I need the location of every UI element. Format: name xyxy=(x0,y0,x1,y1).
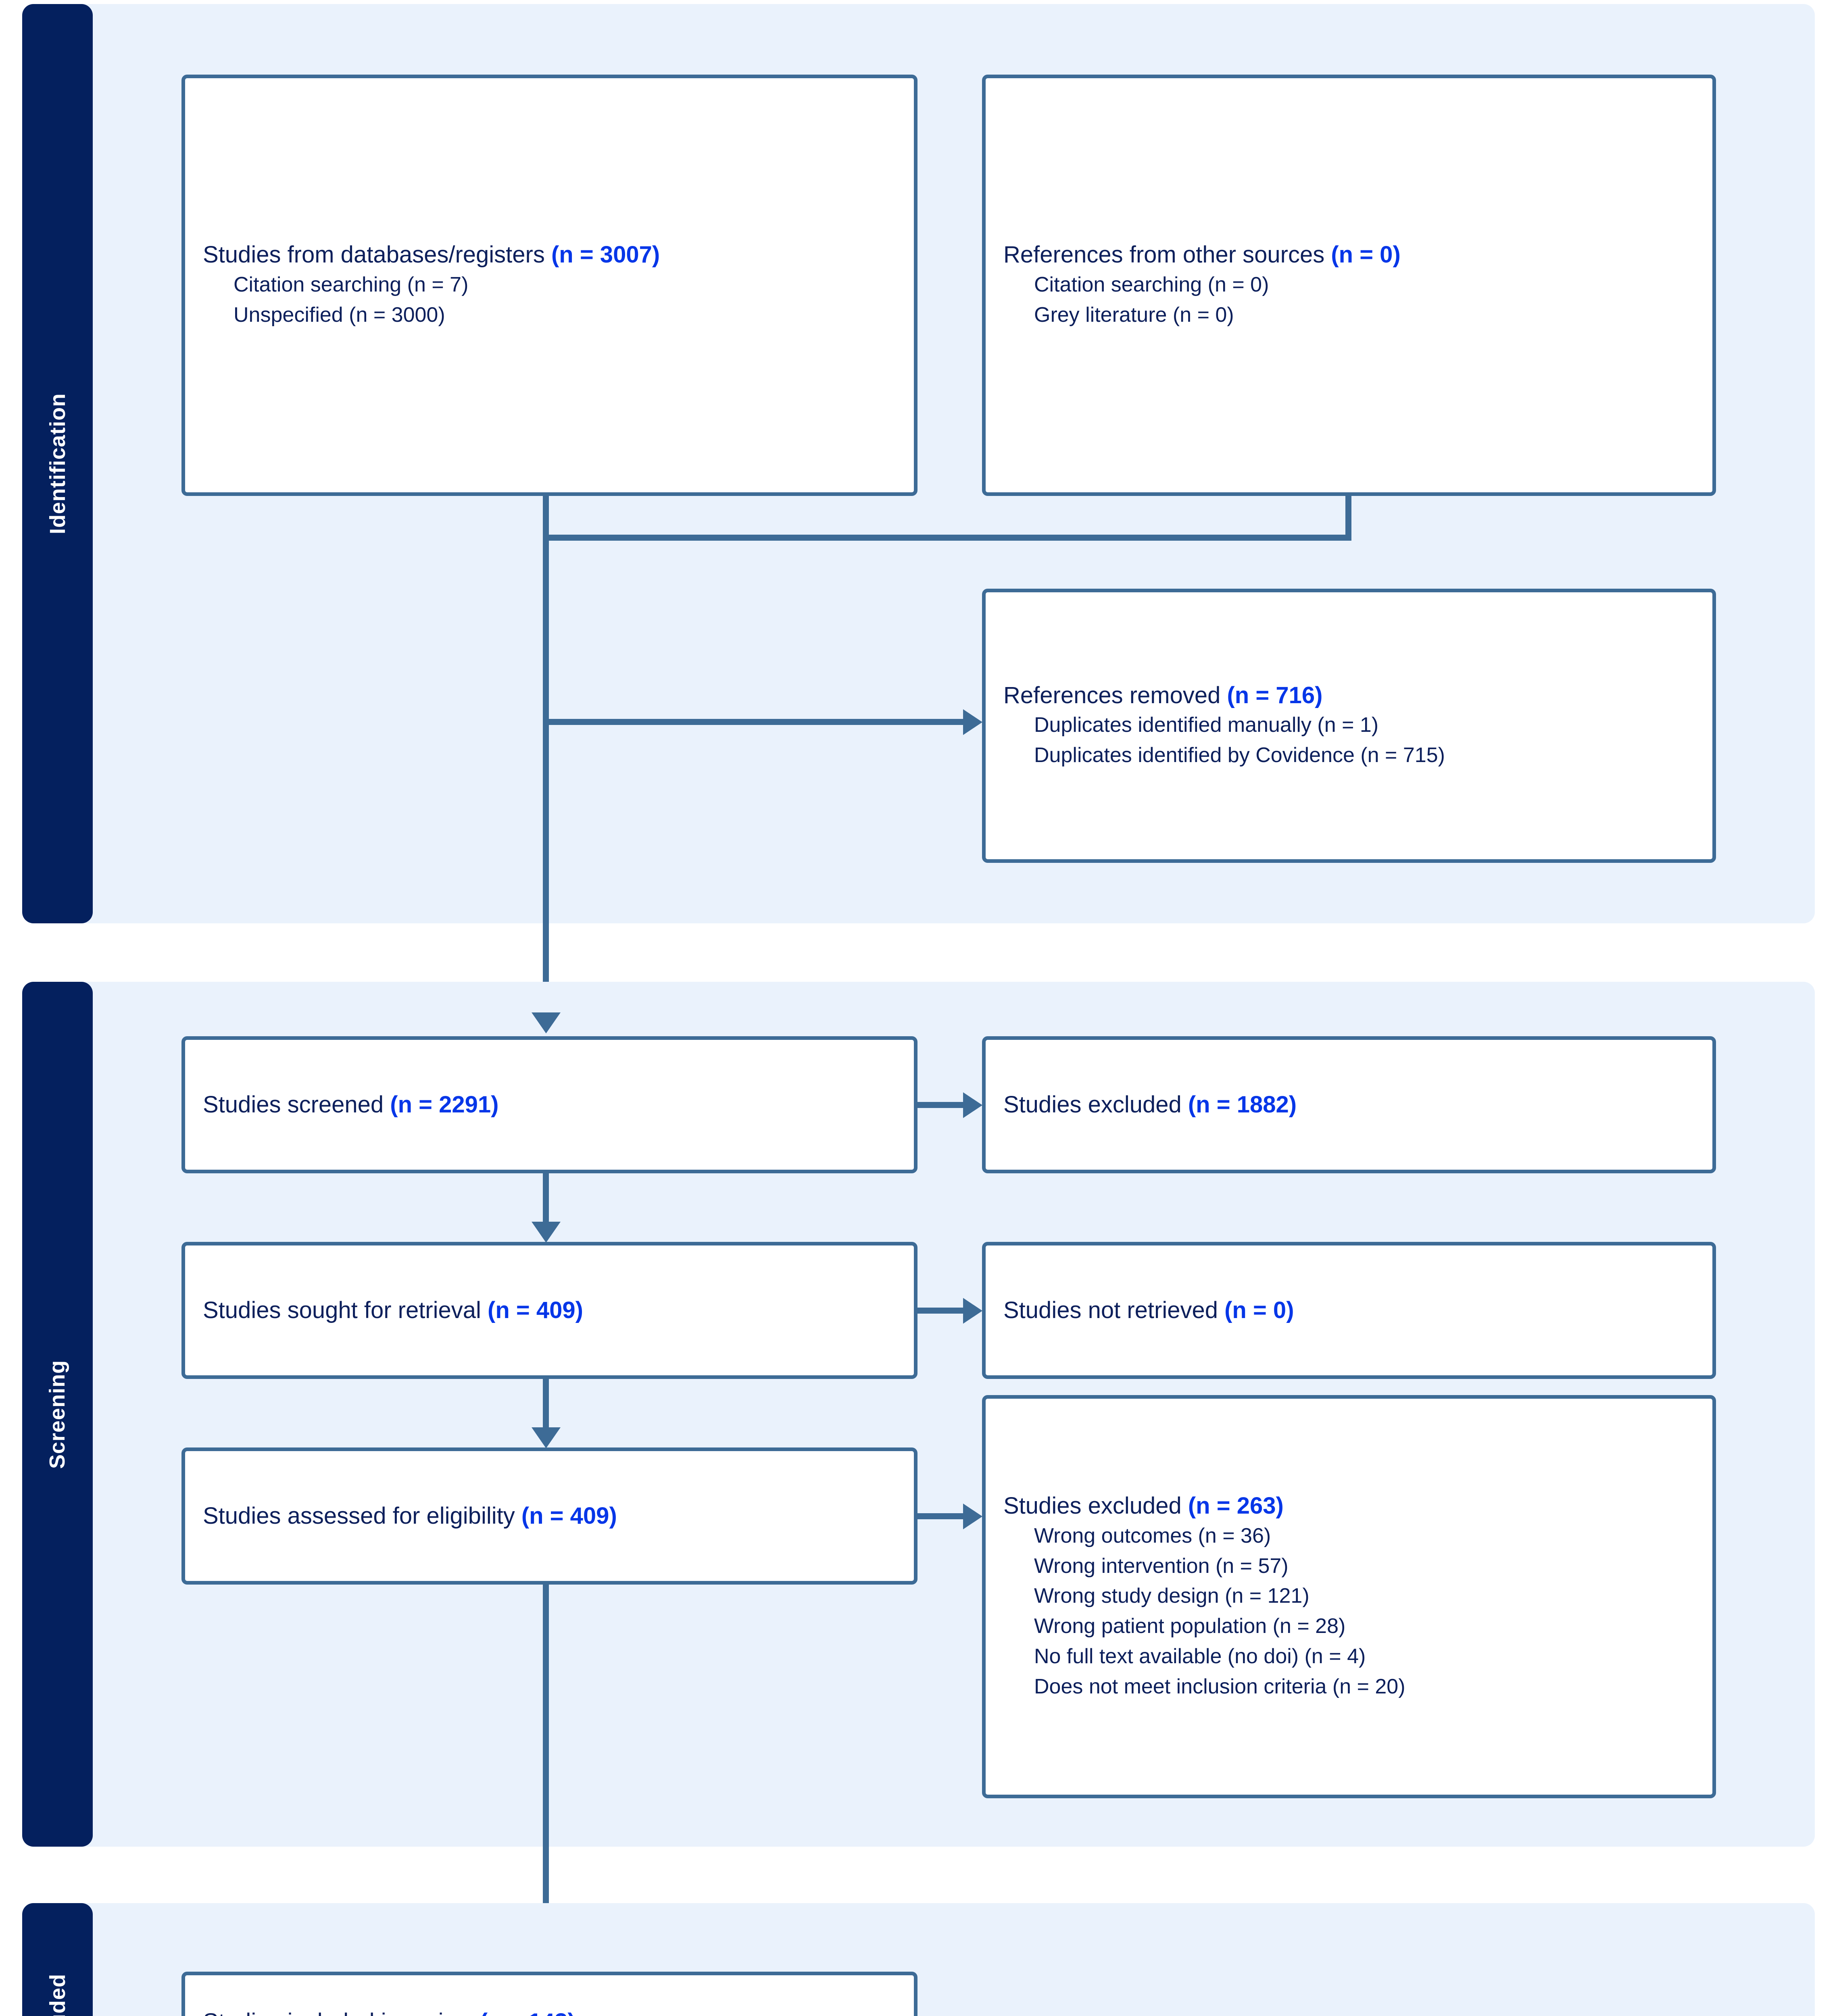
connector-merge-rail xyxy=(543,535,1351,541)
connector-assessed-to-excluded xyxy=(917,1513,964,1519)
arrow-screened-to-excluded xyxy=(963,1092,982,1118)
box-title-databases: Studies from databases/registers (n = 30… xyxy=(203,242,660,268)
connector-sought-to-not-retrieved xyxy=(917,1308,964,1314)
connector-to-references-removed xyxy=(543,719,964,725)
box-studies-from-databases: Studies from databases/registers (n = 30… xyxy=(181,75,917,496)
box-studies-included-in-review: Studies included in review (n = 143) xyxy=(181,1972,917,2016)
box-line-excluded-eligibility-2: Wrong study design (n = 121) xyxy=(1034,1584,1309,1608)
phase-sidebar-screening: Screening xyxy=(22,982,93,1847)
box-title-excluded-screening: Studies excluded (n = 1882) xyxy=(1003,1091,1297,1118)
phase-label-included: Included xyxy=(45,1974,70,2016)
connector-screened-to-sought xyxy=(543,1173,549,1224)
phase-sidebar-identification: Identification xyxy=(22,4,93,923)
arrow-assessed-to-excluded xyxy=(963,1504,982,1529)
arrow-sought-to-not-retrieved xyxy=(963,1298,982,1324)
connector-assessed-to-included xyxy=(543,1585,549,1949)
box-line-other-sources-0: Citation searching (n = 0) xyxy=(1034,273,1269,296)
box-studies-sought-for-retrieval: Studies sought for retrieval (n = 409) xyxy=(181,1242,917,1379)
phase-sidebar-included: Included xyxy=(22,1903,93,2016)
box-title-references-removed: References removed (n = 716) xyxy=(1003,682,1323,708)
box-studies-assessed-eligibility: Studies assessed for eligibility (n = 40… xyxy=(181,1447,917,1585)
connector-screened-to-excluded xyxy=(917,1102,964,1108)
box-studies-excluded-eligibility: Studies excluded (n = 263) Wrong outcome… xyxy=(982,1395,1716,1798)
box-line-excluded-eligibility-0: Wrong outcomes (n = 36) xyxy=(1034,1524,1271,1547)
box-line-excluded-eligibility-4: No full text available (no doi) (n = 4) xyxy=(1034,1645,1366,1668)
arrow-into-sought xyxy=(532,1222,561,1243)
connector-other-sources-down xyxy=(1345,496,1351,540)
box-references-removed: References removed (n = 716) Duplicates … xyxy=(982,589,1716,863)
box-title-assessed: Studies assessed for eligibility (n = 40… xyxy=(203,1502,617,1529)
box-line-other-sources-1: Grey literature (n = 0) xyxy=(1034,303,1234,327)
connector-sought-to-assessed xyxy=(543,1379,549,1429)
box-studies-excluded-screening: Studies excluded (n = 1882) xyxy=(982,1036,1716,1173)
box-title-other-sources: References from other sources (n = 0) xyxy=(1003,242,1401,268)
box-line-databases-1: Unspecified (n = 3000) xyxy=(234,303,445,327)
box-title-included-review: Studies included in review (n = 143) xyxy=(203,2008,896,2016)
connector-databases-down xyxy=(543,496,549,540)
box-title-excluded-eligibility: Studies excluded (n = 263) xyxy=(1003,1493,1284,1519)
arrow-to-references-removed xyxy=(963,709,982,735)
arrow-into-assessed xyxy=(532,1427,561,1448)
connector-main-spine-identification xyxy=(543,535,549,1012)
arrow-into-screened xyxy=(532,1012,561,1033)
box-line-excluded-eligibility-3: Wrong patient population (n = 28) xyxy=(1034,1614,1346,1638)
box-references-other-sources: References from other sources (n = 0) Ci… xyxy=(982,75,1716,496)
box-title-not-retrieved: Studies not retrieved (n = 0) xyxy=(1003,1297,1294,1323)
box-line-databases-0: Citation searching (n = 7) xyxy=(234,273,469,296)
phase-label-screening: Screening xyxy=(45,1360,70,1469)
box-line-excluded-eligibility-1: Wrong intervention (n = 57) xyxy=(1034,1554,1289,1578)
box-studies-screened: Studies screened (n = 2291) xyxy=(181,1036,917,1173)
box-studies-not-retrieved: Studies not retrieved (n = 0) xyxy=(982,1242,1716,1379)
box-line-excluded-eligibility-5: Does not meet inclusion criteria (n = 20… xyxy=(1034,1675,1405,1698)
box-title-screened: Studies screened (n = 2291) xyxy=(203,1091,499,1118)
box-line-references-removed-0: Duplicates identified manually (n = 1) xyxy=(1034,713,1379,737)
box-title-sought: Studies sought for retrieval (n = 409) xyxy=(203,1297,583,1323)
box-line-references-removed-1: Duplicates identified by Covidence (n = … xyxy=(1034,744,1445,767)
phase-label-identification: Identification xyxy=(45,393,70,534)
